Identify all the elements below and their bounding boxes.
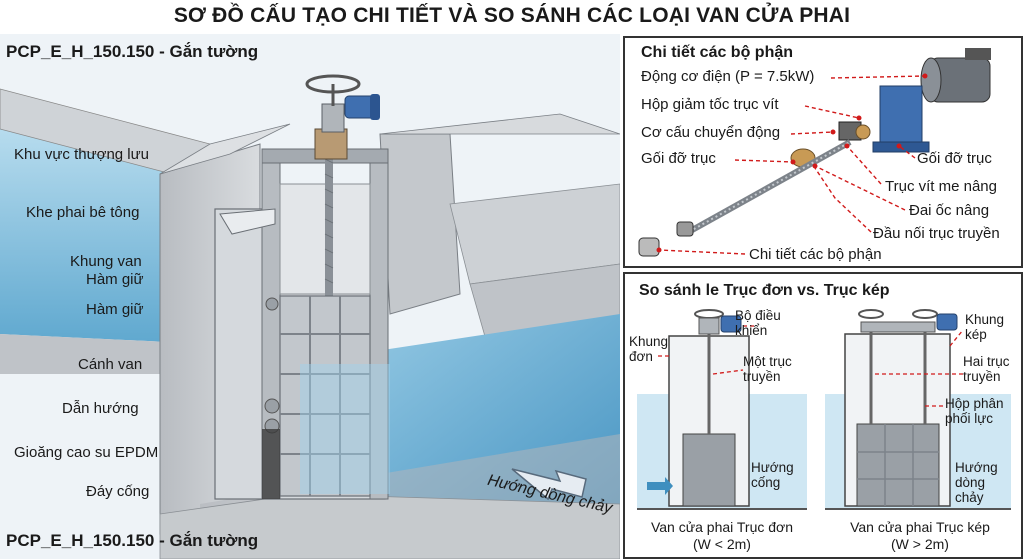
parts-label-lead-screw: Trục vít me nâng [885,178,997,195]
single-label-controller: Bộ điều khiển [735,308,781,338]
single-caption: Van cửa phai Trục đơn [650,519,794,535]
double-label-flow: Hướng dòng chảy [955,460,998,505]
label-valve-leaf: Cánh van [78,356,143,373]
page-title: SƠ ĐỒ CẤU TẠO CHI TIẾT VÀ SO SÁNH CÁC LO… [173,4,851,27]
motor-icon [929,57,991,103]
flow-arrow-icon [511,468,587,501]
footer-model-label: PCP_E_H_150.150 - Gắn tường [6,531,259,550]
label-upstream: Khu vực thượng lưu [14,146,150,163]
single-water [637,394,807,509]
label-seal: Gioăng cao su EPDM [14,444,159,461]
gate-illustration-panel: PCP_E_H_150.150 - Gắn tường PCP_E_H_150.… [0,34,620,559]
comparison-panel-title: So sánh le Trục đơn vs. Trục kép [639,282,890,299]
single-label-frame: Khung đơn [629,334,669,364]
label-sewer-bottom: Đáy cống [86,483,150,500]
double-label-shafts: Hai trục truyền [963,354,1010,384]
double-width: (W > 2m) [891,536,949,552]
gate-illustration [0,74,620,559]
parts-label-lift-nut: Đai ốc nâng [909,202,990,219]
parts-label-bearing-left: Gối đỡ trục [641,150,716,167]
single-frame [668,335,750,507]
valve-leaf [279,295,371,497]
single-width: (W < 2m) [693,536,751,552]
label-guide: Dẫn hướng [62,400,139,417]
parts-detail-panel: Chi tiết các bộ phận Động cơ điện (P = 7… [623,36,1023,268]
gearbox-icon [879,85,923,149]
single-label-shaft: Một trục truyền [743,354,792,384]
parts-label-detail: Chi tiết các bộ phận [749,246,882,263]
double-motor-icon [936,313,958,331]
parts-label-motor: Động cơ điện (P = 7.5kW) [641,68,815,85]
label-valve-frame: Khung van [70,253,142,270]
parts-panel-title: Chi tiết các bộ phận [641,44,794,61]
double-label-frame: Khung kép [965,312,1005,342]
double-caption: Van cửa phai Trục kép [850,519,990,535]
label-concrete-slot: Khe phai bê tông [26,204,140,221]
single-label-flow: Hướng cống [751,460,794,490]
label-clamp-1: Hàm giữ [86,271,144,288]
double-label-distributor: Hộp phân phối lực [945,396,1004,426]
header-model-label: PCP_E_H_150.150 - Gắn tường [6,42,259,61]
parts-label-mechanism: Cơ cấu chuyển động [641,124,781,141]
parts-label-bearing-right: Gối đỡ trục [917,150,992,167]
parts-label-coupling: Đầu nối trục truyền [873,225,1000,242]
double-frame [844,333,951,507]
comparison-panel: So sánh le Trục đơn vs. Trục kép [623,272,1023,559]
upstream-water [0,129,210,344]
parts-label-gearbox: Hộp giảm tốc trục vít [641,96,779,113]
label-clamp-2: Hàm giữ [86,301,144,318]
